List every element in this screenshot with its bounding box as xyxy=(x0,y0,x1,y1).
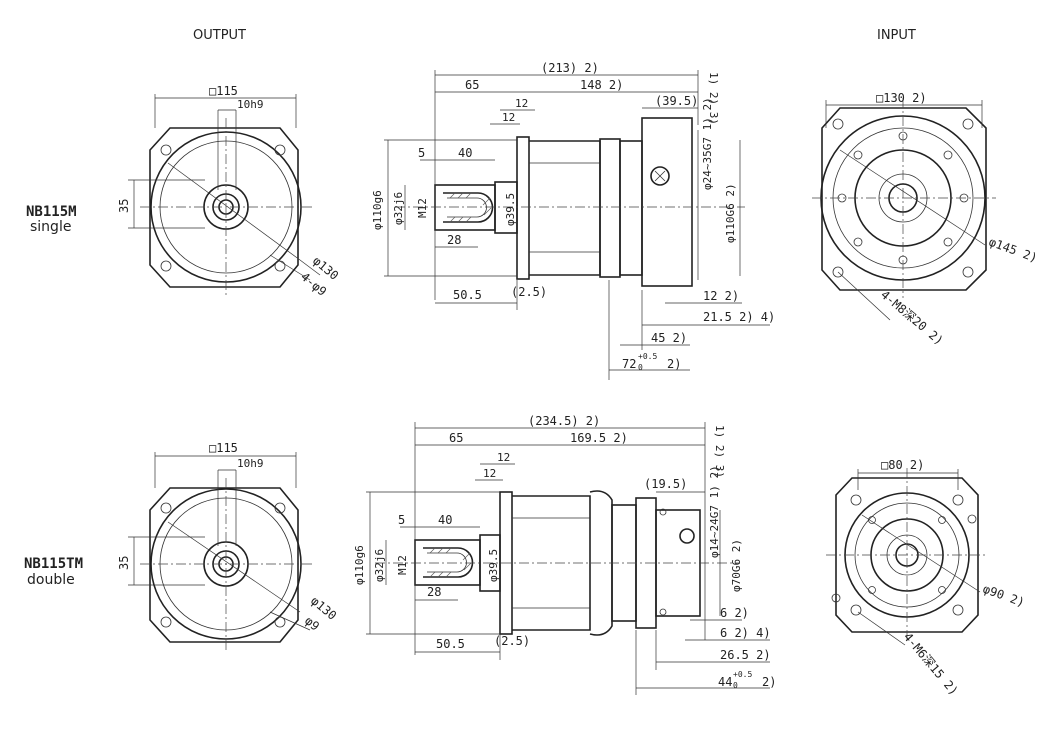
input-pcd-dim-2: φ90 2) xyxy=(981,582,1027,610)
side-len-40: 40 xyxy=(458,146,472,160)
side-thread: M12 xyxy=(416,198,429,218)
side-len-r6a: 6 2) xyxy=(720,606,749,620)
output-key-dim: 10h9 xyxy=(237,98,264,111)
input-header: INPUT xyxy=(877,28,916,43)
side-pilot-dia: φ110g6 xyxy=(371,190,384,230)
side-len-r44-upper: +0.5 xyxy=(733,670,752,679)
side-total-length: (213) 2) xyxy=(541,61,599,75)
output-flange-view-double xyxy=(128,452,312,652)
side-notes-2: 1) 2) 3) xyxy=(713,425,726,478)
side-section-view-single xyxy=(384,70,770,380)
side-len-r6b: 6 2) 4) xyxy=(720,626,771,640)
side-section-view-double xyxy=(366,422,770,695)
side-len-28: 28 xyxy=(447,233,461,247)
side-len-148: 148 2) xyxy=(580,78,623,92)
side-len-12a-2: 12 xyxy=(497,451,510,464)
output-header: OUTPUT xyxy=(193,28,246,43)
output-square-dim-2: □115 xyxy=(209,441,238,455)
output-height-dim: 35 xyxy=(117,199,131,213)
model-name-single: NB115M xyxy=(26,204,77,220)
side-len-28-2: 28 xyxy=(427,585,441,599)
input-flange-view-double xyxy=(826,468,988,646)
output-key-dim-2: 10h9 xyxy=(237,457,264,470)
output-height-dim-2: 35 xyxy=(117,556,131,570)
side-shaft-dia-2: φ32j6 xyxy=(373,549,386,582)
side-len-r72-lower: 0 xyxy=(638,363,643,372)
side-len-r72-note: 2) xyxy=(667,357,681,371)
side-len-195: (19.5) xyxy=(644,477,687,491)
side-hub-dia-2: φ39.5 xyxy=(487,549,500,582)
input-holes-dim-2: 4-M6深15 2) xyxy=(901,630,961,698)
output-square-dim: □115 xyxy=(209,84,238,98)
side-len-r72: 72 xyxy=(622,357,636,371)
side-input-pilot: φ110G6 2) xyxy=(724,183,737,243)
input-square-dim-2: □80 2) xyxy=(881,458,924,472)
side-len-1695: 169.5 2) xyxy=(570,431,628,445)
input-flange-view-single xyxy=(812,98,996,321)
side-total-length-2: (234.5) 2) xyxy=(528,414,600,428)
side-len-505-2: 50.5 xyxy=(436,637,465,651)
side-len-65: 65 xyxy=(465,78,479,92)
side-len-65-2: 65 xyxy=(449,431,463,445)
side-len-5-2: 5 xyxy=(398,513,405,527)
side-notes: 1) 2) 3) xyxy=(707,72,720,125)
side-len-12a: 12 xyxy=(515,97,528,110)
side-len-r44-note: 2) xyxy=(762,675,776,689)
side-len-r265: 26.5 2) xyxy=(720,648,771,662)
side-len-25: (2.5) xyxy=(511,285,547,299)
side-thread-2: M12 xyxy=(396,555,409,575)
side-bore: φ24~35G7 1) 2) xyxy=(701,97,714,190)
side-len-5: 5 xyxy=(418,146,425,160)
output-holes-dim-2: φ9 xyxy=(302,614,322,634)
side-hub-dia: φ39.5 xyxy=(504,193,517,226)
side-len-12b: 12 xyxy=(502,111,515,124)
side-len-40-2: 40 xyxy=(438,513,452,527)
side-input-pilot-2: φ70G6 2) xyxy=(730,539,743,592)
output-flange-view-single xyxy=(128,94,321,298)
variant-single: single xyxy=(30,219,72,235)
variant-double: double xyxy=(27,572,75,588)
side-shaft-dia: φ32j6 xyxy=(392,192,405,225)
input-pcd-dim: φ145 2) xyxy=(987,235,1039,265)
side-len-r44-lower: 0 xyxy=(733,681,738,690)
model-name-double: NB115TM xyxy=(24,556,84,572)
side-len-r12: 12 2) xyxy=(703,289,739,303)
side-len-r44: 44 xyxy=(718,675,732,689)
side-len-25-2: (2.5) xyxy=(494,634,530,648)
side-len-12b-2: 12 xyxy=(483,467,496,480)
side-pilot-dia-2: φ110g6 xyxy=(353,545,366,585)
side-len-r45: 45 2) xyxy=(651,331,687,345)
side-len-r72-upper: +0.5 xyxy=(638,352,657,361)
input-square-dim: □130 2) xyxy=(876,91,927,105)
side-len-395: (39.5) xyxy=(655,94,698,108)
side-len-r215: 21.5 2) 4) xyxy=(703,310,775,324)
side-len-505: 50.5 xyxy=(453,288,482,302)
input-holes-dim: 4-M8深20 2) xyxy=(878,288,946,348)
side-bore-2: φ14~24G7 1) 2) xyxy=(708,465,721,558)
